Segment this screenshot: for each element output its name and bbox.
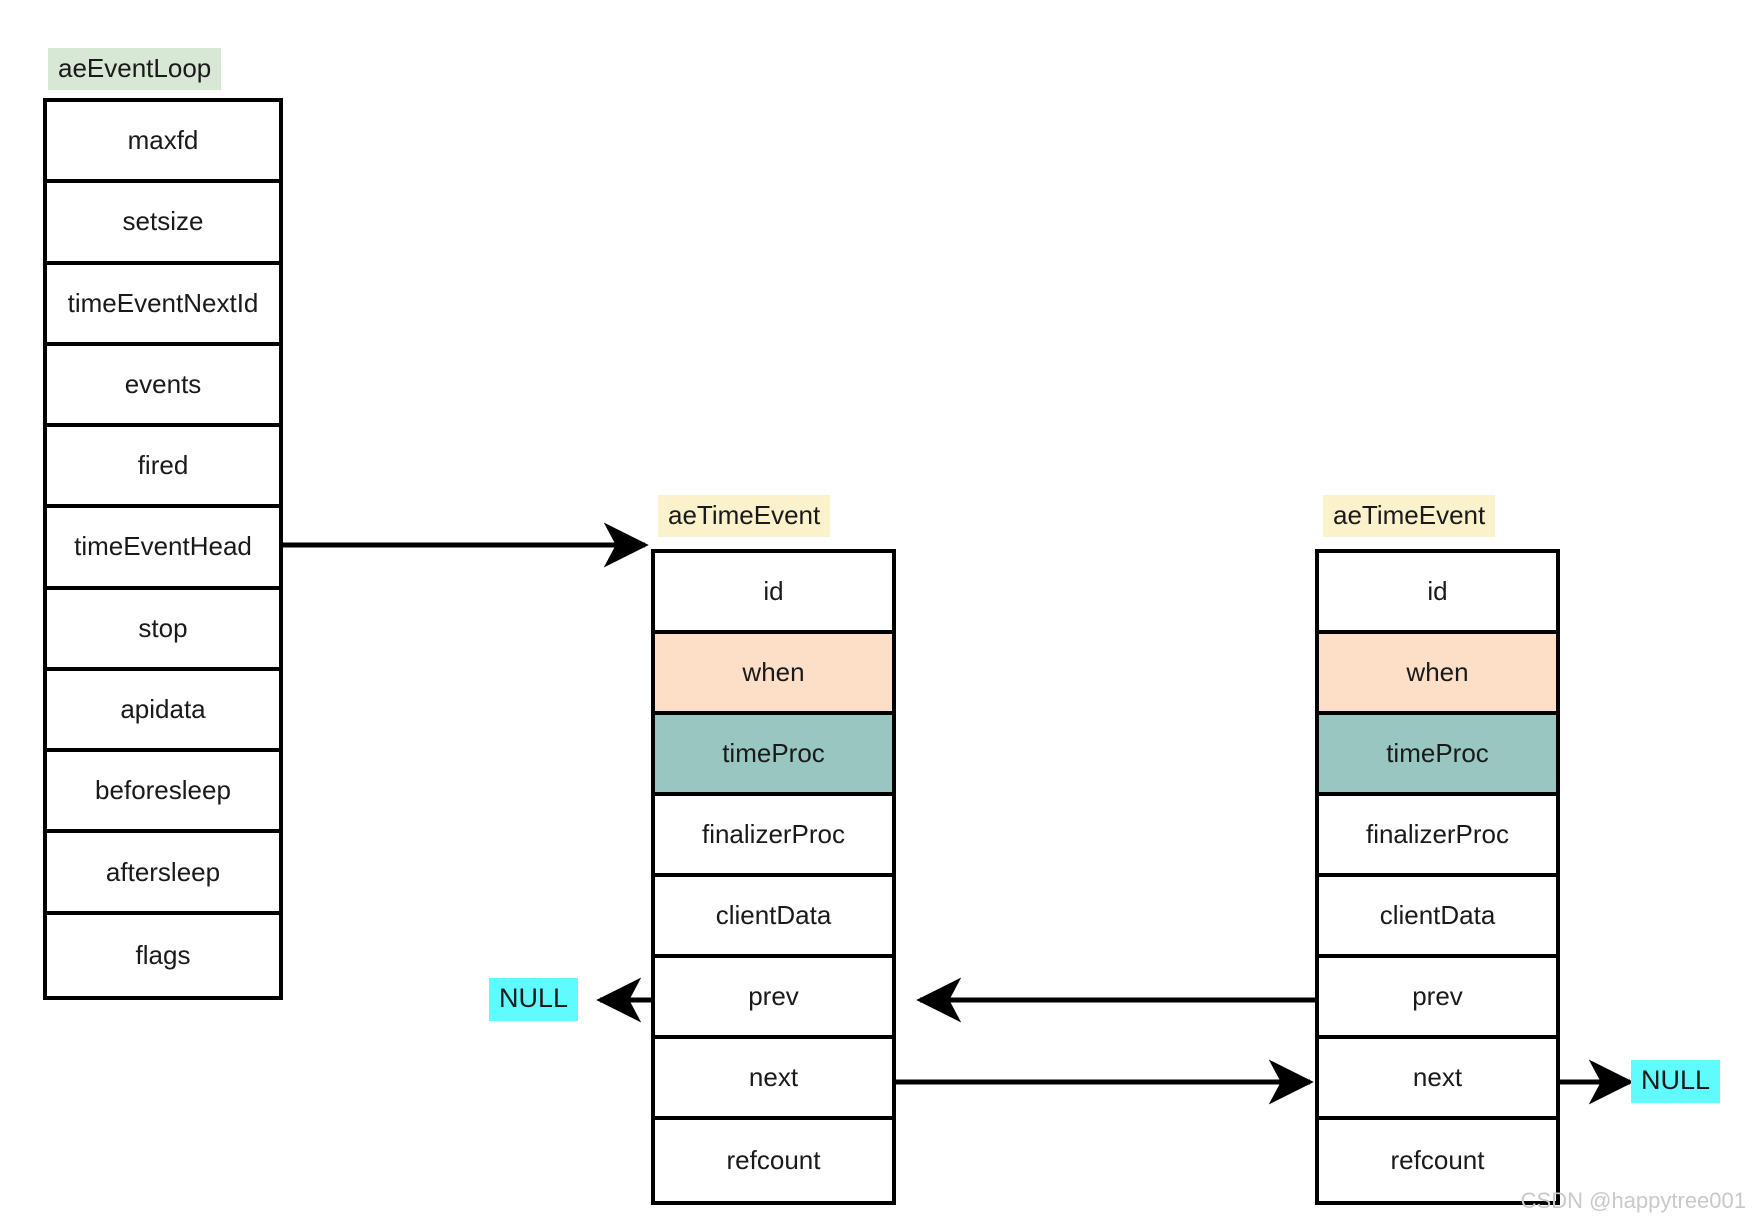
aetimeevent2-field-clientdata: clientData bbox=[1319, 877, 1556, 958]
aeeventloop-field-apidata: apidata bbox=[47, 670, 279, 753]
aeeventloop-field-timeeventnextid: timeEventNextId bbox=[47, 264, 279, 346]
aetimeevent1-field-refcount: refcount bbox=[655, 1120, 892, 1201]
struct-title-aetimeevent-2: aeTimeEvent bbox=[1323, 495, 1496, 537]
field-label: when bbox=[742, 657, 805, 687]
field-label: timeProc bbox=[722, 738, 825, 768]
aetimeevent1-field-when: when bbox=[655, 634, 892, 715]
field-label: prev bbox=[748, 981, 799, 1011]
field-label: refcount bbox=[726, 1145, 821, 1175]
field-label: timeEventNextId bbox=[67, 287, 259, 318]
field-label: fired bbox=[137, 450, 189, 481]
aeeventloop-field-aftersleep: aftersleep bbox=[47, 833, 279, 915]
field-label: id bbox=[763, 576, 784, 606]
field-label: beforesleep bbox=[95, 775, 231, 806]
field-label: finalizerProc bbox=[1365, 819, 1510, 849]
field-label: aftersleep bbox=[105, 856, 221, 887]
field-label: stop bbox=[138, 612, 188, 643]
aetimeevent1-field-timeproc: timeProc bbox=[655, 715, 892, 796]
aetimeevent2-field-next: next bbox=[1319, 1039, 1556, 1120]
struct-aetimeevent-1: id when timeProc finalizerProc clientData pre… bbox=[651, 549, 896, 1205]
field-label: next bbox=[748, 1062, 799, 1092]
aetimeevent1-field-finalizerproc: finalizerProc bbox=[655, 796, 892, 877]
aeeventloop-field-setsize: setsize bbox=[47, 183, 279, 265]
aeeventloop-field-fired: fired bbox=[47, 427, 279, 509]
aeeventloop-field-timeeventhead: timeEventHead bbox=[47, 508, 279, 590]
aetimeevent1-field-next: next bbox=[655, 1039, 892, 1120]
struct-aeeventloop: maxfd setsize timeEventNextId events fired ti… bbox=[43, 98, 283, 1000]
aeeventloop-field-beforesleep: beforesleep bbox=[47, 752, 279, 834]
field-label: flags bbox=[135, 939, 191, 970]
field-label: setsize bbox=[122, 206, 204, 237]
field-label: when bbox=[1406, 657, 1469, 687]
aetimeevent1-field-prev: prev bbox=[655, 958, 892, 1039]
aetimeevent2-field-refcount: refcount bbox=[1319, 1120, 1556, 1201]
field-label: clientData bbox=[715, 900, 832, 930]
field-label: next bbox=[1412, 1062, 1463, 1092]
field-label: id bbox=[1427, 576, 1448, 606]
aetimeevent2-field-when: when bbox=[1319, 634, 1556, 715]
aetimeevent2-field-prev: prev bbox=[1319, 958, 1556, 1039]
struct-title-aetimeevent-1: aeTimeEvent bbox=[658, 495, 831, 537]
struct-title-aeeventloop: aeEventLoop bbox=[48, 48, 222, 90]
aetimeevent2-field-timeproc: timeProc bbox=[1319, 715, 1556, 796]
null-badge-left: NULL bbox=[489, 978, 579, 1021]
struct-aetimeevent-2: id when timeProc finalizerProc clientData pre… bbox=[1315, 549, 1560, 1205]
aetimeevent2-field-finalizerproc: finalizerProc bbox=[1319, 796, 1556, 877]
field-label: prev bbox=[1412, 981, 1463, 1011]
aetimeevent1-field-id: id bbox=[655, 553, 892, 634]
field-label: apidata bbox=[120, 693, 206, 724]
field-label: events bbox=[124, 368, 202, 399]
field-label: finalizerProc bbox=[701, 819, 846, 849]
aeeventloop-field-flags: flags bbox=[47, 914, 279, 996]
aeeventloop-field-events: events bbox=[47, 345, 279, 428]
csdn-watermark: CSDN @happytree001 bbox=[1520, 1188, 1746, 1213]
field-label: timeProc bbox=[1386, 738, 1489, 768]
field-label: timeEventHead bbox=[74, 531, 252, 562]
aeeventloop-field-maxfd: maxfd bbox=[47, 102, 279, 184]
aetimeevent2-field-id: id bbox=[1319, 553, 1556, 634]
field-label: clientData bbox=[1379, 900, 1496, 930]
null-badge-right: NULL bbox=[1631, 1060, 1721, 1103]
field-label: refcount bbox=[1390, 1145, 1485, 1175]
aetimeevent1-field-clientdata: clientData bbox=[655, 877, 892, 958]
aeeventloop-field-stop: stop bbox=[47, 589, 279, 671]
field-label: maxfd bbox=[127, 125, 199, 156]
